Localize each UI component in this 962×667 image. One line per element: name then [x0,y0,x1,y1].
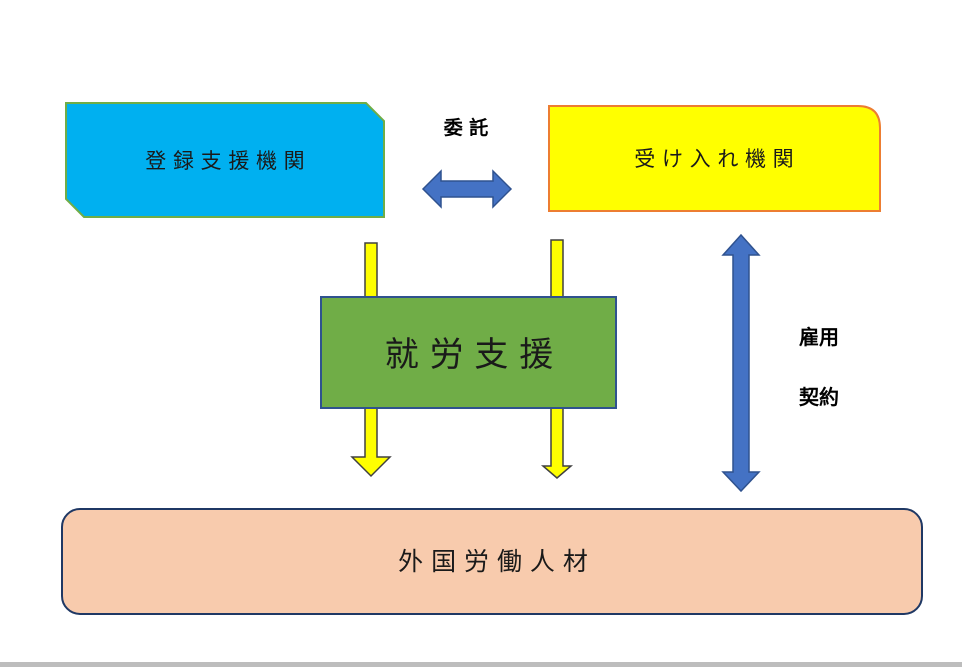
employment-support-box [320,296,617,409]
page-bottom-border [0,662,962,667]
foreign-workers-node[interactable]: 外 国 労 働 人 材 [61,508,923,615]
receiving-org-label: 受 け 入 れ 機 関 [634,147,793,171]
registered-support-box [65,102,385,218]
receiving-org-box [548,105,881,212]
contract-double-arrow [721,233,761,493]
foreign-workers-box [61,508,923,615]
foreign-workers-label: 外 国 労 働 人 材 [398,547,588,576]
contract-label-line2: 契約 [798,385,839,409]
contract-label-line1: 雇用 [799,325,839,349]
entrust-label: 委 託 [443,116,489,139]
employment-support-label: 就 労 支 援 [385,335,553,375]
registered-support-node[interactable]: 登 録 支 援 機 関 [65,102,385,218]
employment-support-node[interactable]: 就 労 支 援 [320,296,617,409]
entrust-double-arrow [421,169,513,209]
receiving-org-node[interactable]: 受 け 入 れ 機 関 [548,105,881,212]
registered-support-label: 登 録 支 援 機 関 [145,149,304,173]
